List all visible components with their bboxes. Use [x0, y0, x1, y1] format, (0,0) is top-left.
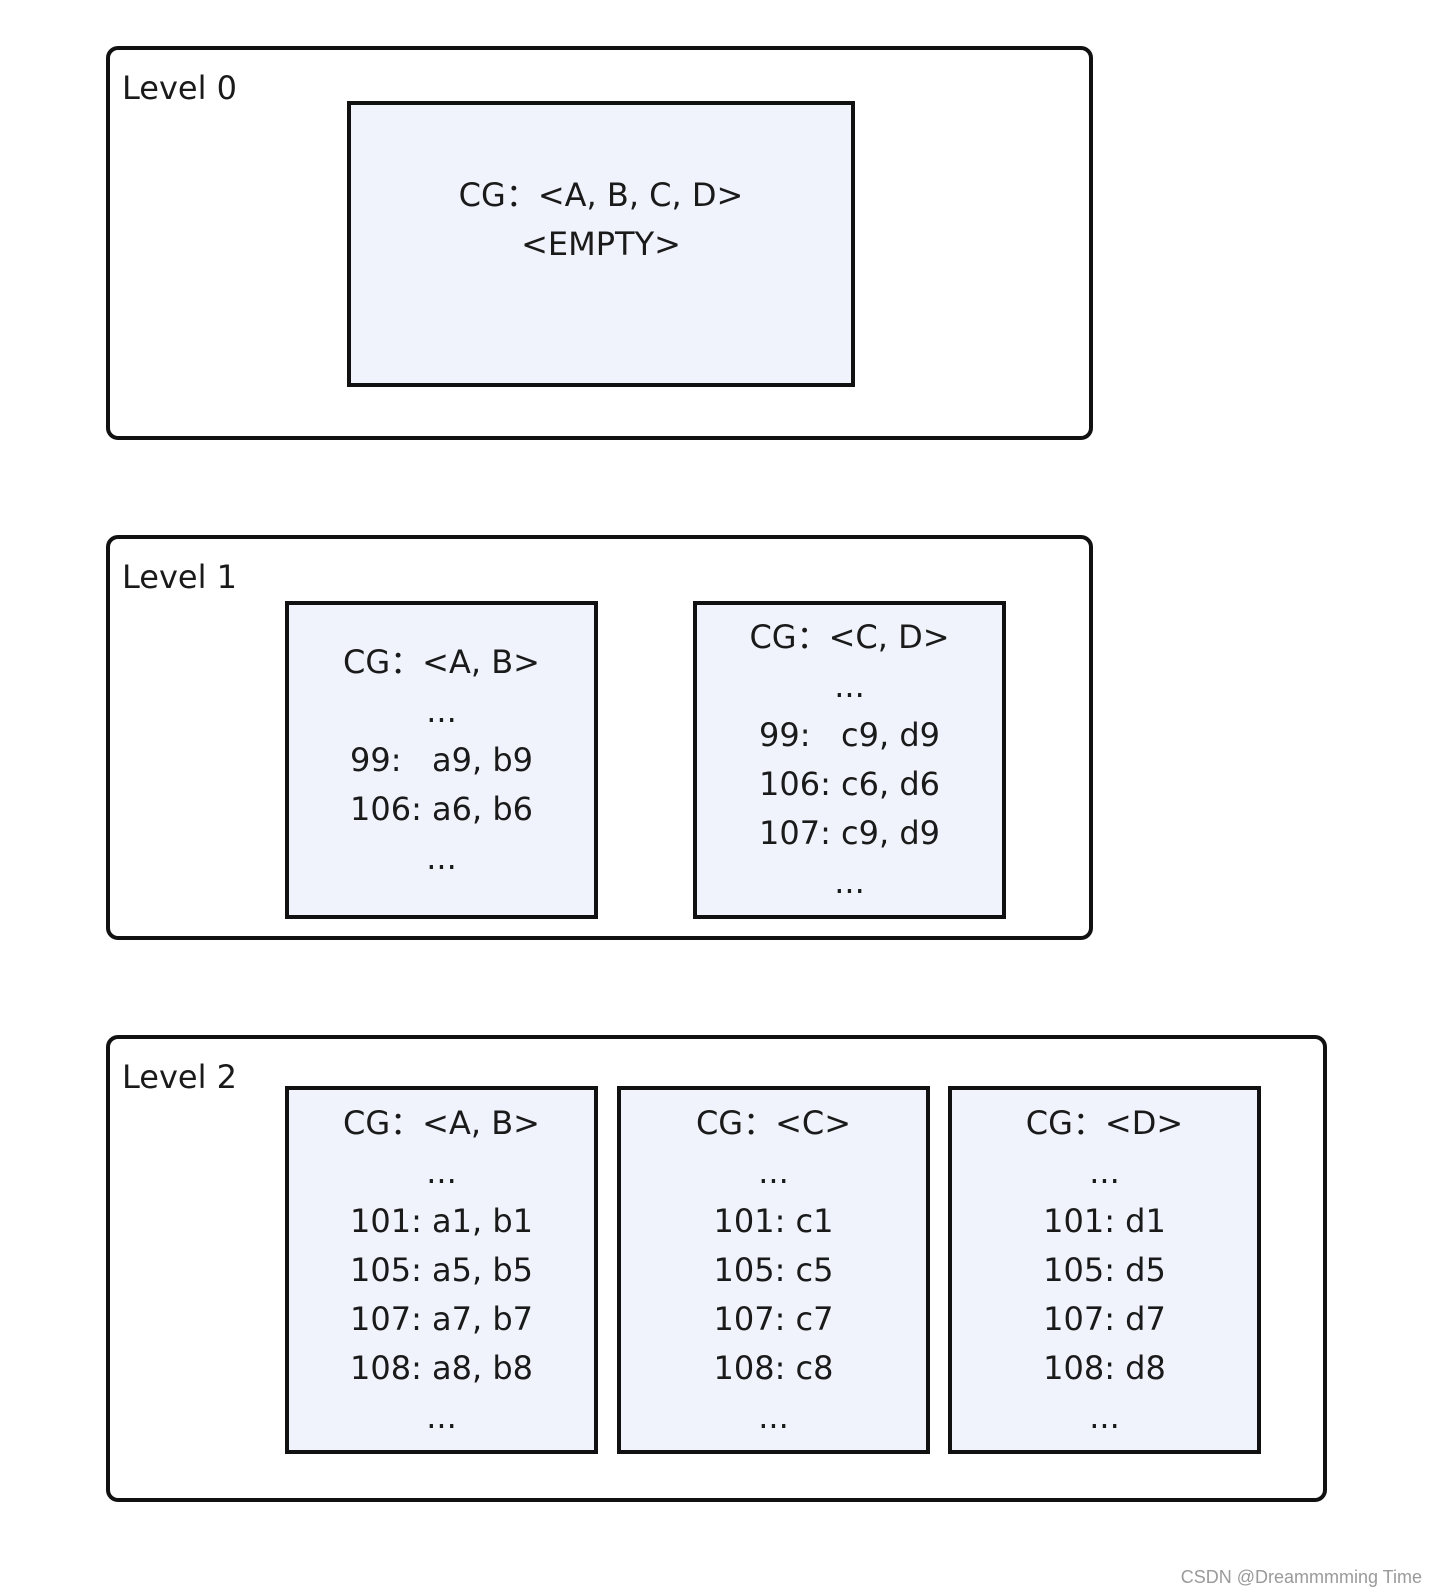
- cg-line: <EMPTY>: [521, 225, 681, 263]
- level-label: Level 0: [122, 69, 237, 107]
- column-group-box: CG：<A, B> ... 99: a9, b9 106: a6, b6 ...: [285, 601, 598, 919]
- cg-line: ...: [426, 691, 457, 730]
- column-group-box: CG：<C, D> ... 99: c9, d9 106: c6, d6 107…: [693, 601, 1006, 919]
- cg-line: 108: d8: [1043, 1348, 1166, 1387]
- column-group-box: CG：<A, B, C, D> <EMPTY>: [347, 101, 855, 387]
- cg-line: 107: a7, b7: [349, 1299, 533, 1338]
- cg-line: 108: a8, b8: [349, 1348, 533, 1387]
- cg-line: ...: [834, 667, 865, 705]
- cg-header: CG：<A, B, C, D>: [458, 176, 744, 214]
- cg-line: ...: [426, 838, 457, 877]
- cg-line: ...: [758, 1397, 789, 1436]
- cg-line: 105: c5: [713, 1250, 834, 1289]
- cg-line: 106: c6, d6: [759, 765, 940, 803]
- level-0-container: Level 0 CG：<A, B, C, D> <EMPTY>: [106, 46, 1093, 440]
- cg-line: 108: c8: [713, 1348, 834, 1387]
- column-group-box: CG：<A, B> ... 101: a1, b1 105: a5, b5 10…: [285, 1086, 598, 1454]
- level-label: Level 1: [122, 558, 237, 596]
- cg-line: ...: [834, 863, 865, 901]
- cg-line: 107: c7: [713, 1299, 834, 1338]
- cg-line: ...: [1089, 1152, 1120, 1191]
- cg-header: CG：<A, B>: [343, 642, 540, 681]
- cg-line: 99: a9, b9: [350, 740, 533, 779]
- cg-header: CG：<C, D>: [749, 618, 950, 656]
- cg-header: CG：<D>: [1025, 1103, 1184, 1142]
- level-label: Level 2: [122, 1058, 237, 1096]
- level-2-container: Level 2 CG：<A, B> ... 101: a1, b1 105: a…: [106, 1035, 1327, 1502]
- cg-line: 105: d5: [1043, 1250, 1166, 1289]
- cg-line: 101: c1: [713, 1201, 834, 1240]
- cg-line: ...: [1089, 1397, 1120, 1436]
- watermark: CSDN @Dreammmming Time: [1180, 1567, 1422, 1587]
- cg-line: 101: a1, b1: [349, 1201, 533, 1240]
- cg-line: ...: [426, 1152, 457, 1191]
- cg-line: 99: c9, d9: [759, 716, 940, 754]
- cg-line: 105: a5, b5: [349, 1250, 533, 1289]
- cg-line: ...: [426, 1397, 457, 1436]
- level-1-container: Level 1 CG：<A, B> ... 99: a9, b9 106: a6…: [106, 535, 1093, 940]
- cg-line: ...: [758, 1152, 789, 1191]
- cg-line: 107: c9, d9: [759, 814, 940, 852]
- cg-header: CG：<A, B>: [343, 1103, 540, 1142]
- column-group-box: CG：<D> ... 101: d1 105: d5 107: d7 108: …: [948, 1086, 1261, 1454]
- cg-header: CG：<C>: [695, 1103, 852, 1142]
- cg-line: 101: d1: [1043, 1201, 1166, 1240]
- cg-line: 107: d7: [1043, 1299, 1166, 1338]
- cg-line: 106: a6, b6: [349, 789, 533, 828]
- column-group-box: CG：<C> ... 101: c1 105: c5 107: c7 108: …: [617, 1086, 930, 1454]
